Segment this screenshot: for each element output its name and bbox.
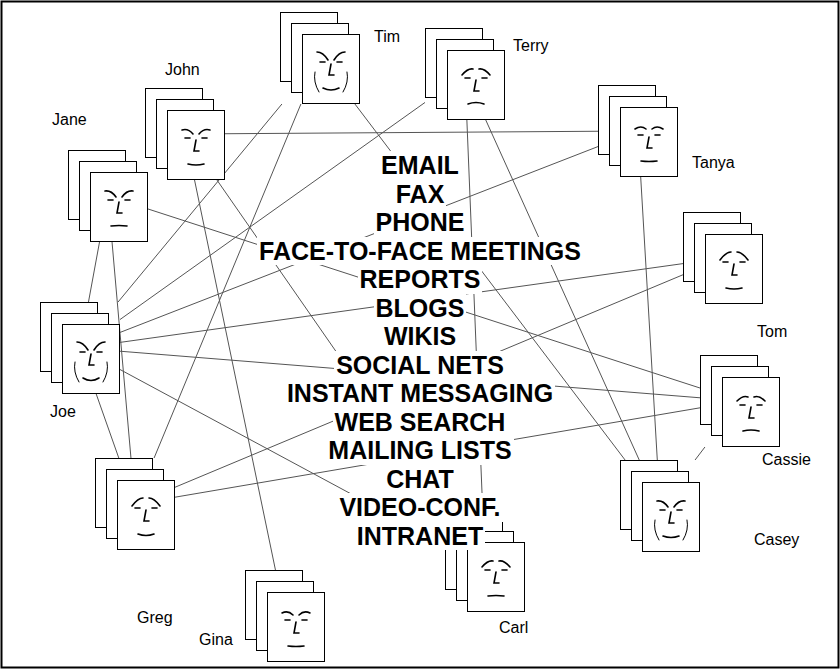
person-name: Terry	[511, 36, 551, 55]
person-name: Greg	[135, 608, 175, 627]
face-sketch	[425, 28, 505, 120]
person-card-stack: Tanya	[598, 85, 678, 177]
card	[63, 325, 120, 394]
face-lines	[737, 397, 765, 432]
person-name: Tom	[755, 322, 789, 341]
face-lines	[655, 501, 688, 540]
face-sketch	[598, 85, 678, 177]
card	[303, 35, 360, 104]
face-sketch	[620, 460, 700, 552]
person-name: Jane	[50, 110, 89, 129]
contact-line	[96, 394, 119, 458]
contact-line	[225, 131, 598, 133]
person-card-stack: Tom	[683, 212, 763, 304]
channel-label: WIKIS	[382, 322, 458, 351]
face-lines	[182, 130, 210, 166]
channel-label: FACE-TO-FACE MEETINGS	[257, 237, 583, 266]
channel-label: BLOGS	[374, 294, 467, 323]
face-sketch	[245, 570, 325, 662]
person-name: Casey	[752, 530, 801, 549]
card	[448, 51, 505, 120]
person-card-stack: Joe	[40, 302, 120, 394]
person-name: John	[163, 60, 202, 79]
contact-line	[486, 120, 639, 460]
person-name: Tim	[372, 27, 402, 46]
face-lines	[105, 191, 133, 226]
channel-label: SOCIAL NETS	[334, 351, 506, 380]
face-lines	[462, 69, 490, 104]
person-card-stack: Casey	[620, 460, 700, 552]
contact-line	[88, 242, 99, 302]
face-sketch	[40, 302, 120, 394]
face-sketch	[95, 458, 175, 550]
face-lines	[315, 52, 348, 92]
person-card-stack: Jane	[68, 150, 148, 242]
person-name: Cassie	[760, 450, 813, 469]
channel-label: PHONE	[374, 208, 467, 237]
face-lines	[132, 498, 160, 536]
channel-label: MAILING LISTS	[326, 436, 513, 465]
face-sketch	[700, 355, 780, 447]
face-sketch	[68, 150, 148, 242]
channel-label: INSTANT MESSAGING	[285, 379, 555, 408]
person-card-stack: Terry	[425, 28, 505, 120]
person-card-stack: Gina	[245, 570, 325, 662]
person-name: Joe	[48, 402, 78, 421]
face-lines	[75, 342, 108, 382]
channel-label: VIDEO-CONF.	[337, 493, 502, 522]
card	[91, 173, 148, 242]
person-name: Carl	[497, 618, 530, 637]
card	[268, 593, 325, 662]
person-name: Gina	[197, 630, 235, 649]
face-sketch	[280, 12, 360, 104]
face-sketch	[683, 212, 763, 304]
card	[468, 543, 525, 612]
card	[621, 108, 678, 177]
face-lines	[282, 612, 310, 647]
card	[723, 378, 780, 447]
card	[643, 483, 700, 552]
card	[706, 235, 763, 304]
contact-line	[175, 275, 683, 488]
contact-line	[695, 447, 705, 460]
channel-label: EMAIL	[379, 151, 461, 180]
person-card-stack: John	[145, 88, 225, 180]
channel-list: EMAILFAXPHONEFACE-TO-FACE MEETINGSREPORT…	[0, 151, 840, 550]
face-lines	[482, 561, 510, 596]
channel-label: CHAT	[384, 465, 456, 494]
channel-label: INTRANET	[355, 522, 485, 551]
person-name: Tanya	[690, 153, 737, 172]
person-card-stack: Cassie	[700, 355, 780, 447]
contact-line	[148, 209, 700, 388]
channel-label: REPORTS	[358, 265, 483, 294]
face-sketch	[145, 88, 225, 180]
channel-label: WEB SEARCH	[333, 408, 508, 437]
face-lines	[635, 127, 663, 162]
person-card-stack: Tim	[280, 12, 360, 104]
person-card-stack: Greg	[95, 458, 175, 550]
card	[118, 481, 175, 550]
face-lines	[720, 252, 748, 289]
channel-label: FAX	[394, 180, 447, 209]
contact-line	[154, 104, 301, 458]
card	[168, 111, 225, 180]
